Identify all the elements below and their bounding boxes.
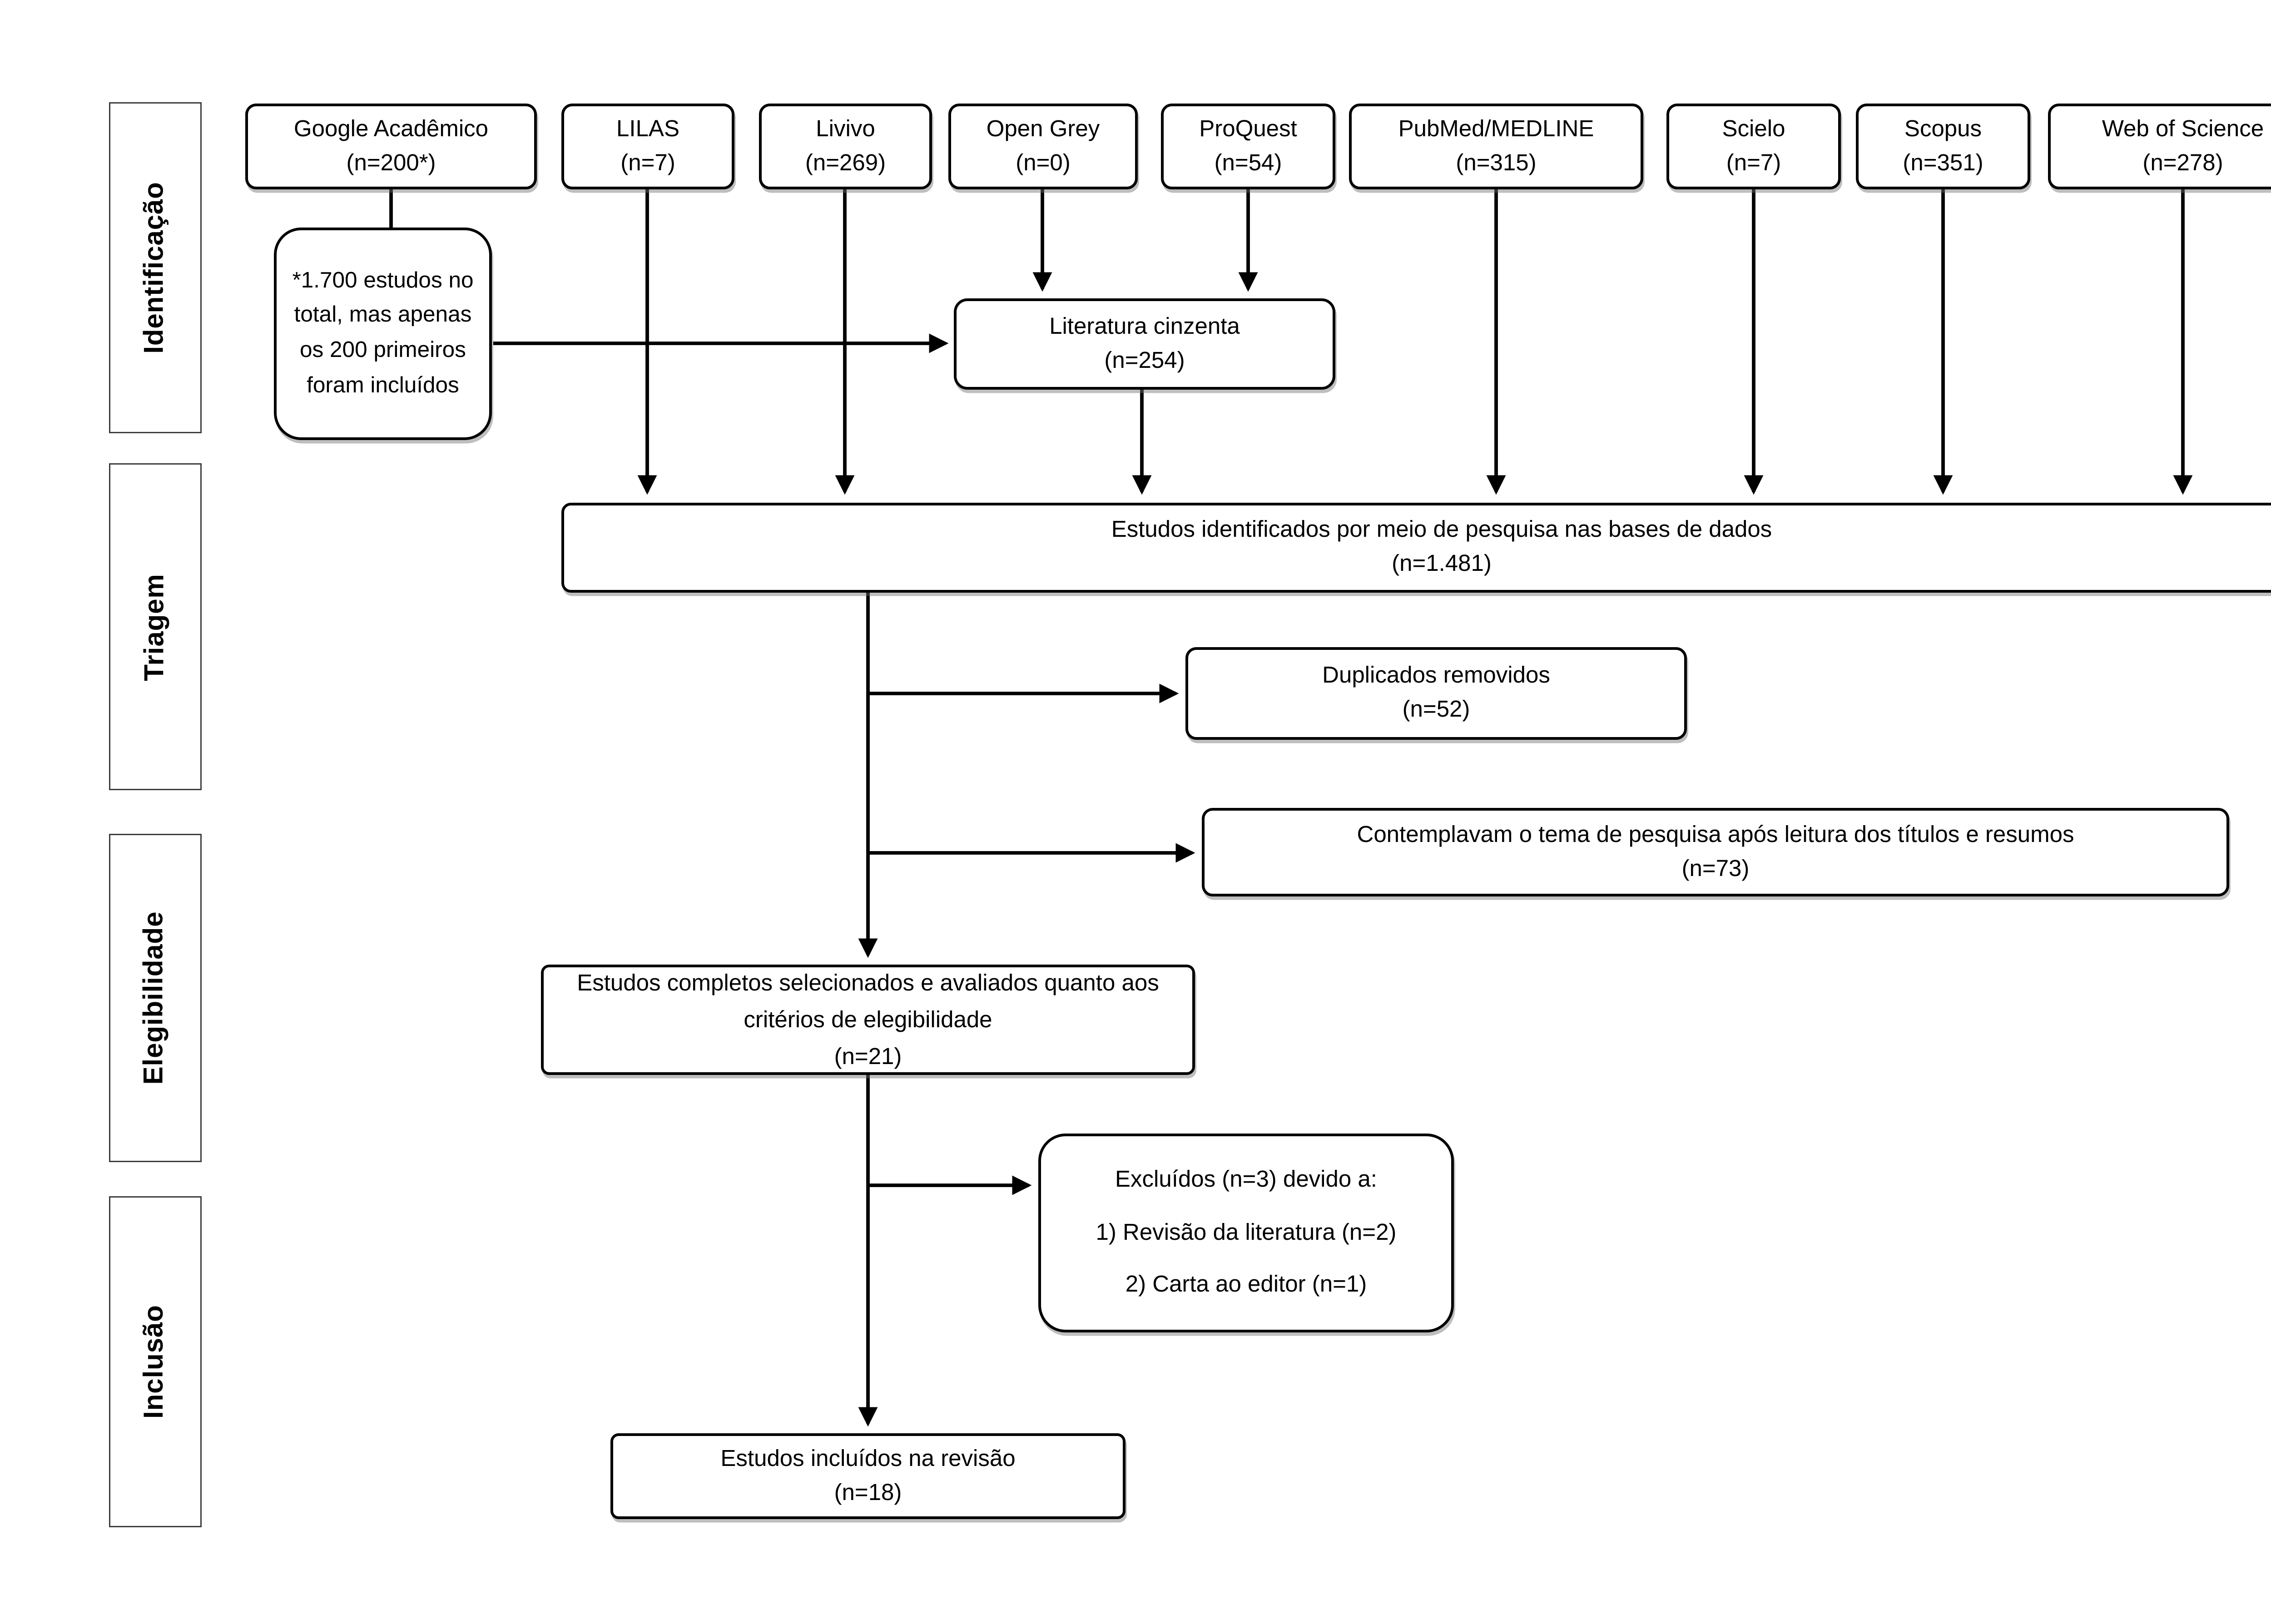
excluded-heading: Excluídos (n=3) devido a: [1115,1166,1377,1193]
box-count: (n=254) [1104,347,1185,373]
source-box-proquest: ProQuest (n=54) [1161,104,1335,189]
box-duplicates-removed: Duplicados removidos (n=52) [1185,647,1687,740]
source-name: Scielo [1722,115,1785,142]
source-count: (n=351) [1903,149,1983,175]
box-grey-literature: Literatura cinzenta (n=254) [954,298,1335,390]
source-box-pubmed-medline: PubMed/MEDLINE (n=315) [1349,104,1643,189]
box-screened-titles-abstracts: Contemplavam o tema de pesquisa após lei… [1202,808,2229,896]
source-box-open-grey: Open Grey (n=0) [948,104,1138,189]
source-count: (n=278) [2142,149,2223,175]
box-excluded: Excluídos (n=3) devido a: 1) Revisão da … [1038,1134,1454,1332]
stage-inclusion: Inclusão [109,1196,202,1527]
box-count: (n=73) [1681,855,1750,881]
source-name: Scopus [1904,115,1982,142]
note-box-google-limit: *1.700 estudos no total, mas apenas os 2… [274,228,492,440]
source-name: ProQuest [1199,115,1297,142]
box-included-studies: Estudos incluídos na revisão (n=18) [610,1433,1126,1519]
source-count: (n=54) [1214,149,1282,175]
box-count: (n=52) [1402,696,1470,722]
excluded-reason: 1) Revisão da literatura (n=2) [1096,1219,1397,1245]
box-count: (n=18) [834,1479,902,1505]
source-name: Open Grey [986,115,1100,142]
source-box-web-of-science: Web of Science (n=278) [2048,104,2271,189]
source-box-scielo: Scielo (n=7) [1666,104,1841,189]
source-count: (n=7) [620,149,675,175]
source-box-google-academico: Google Acadêmico (n=200*) [245,104,537,189]
source-name: LILAS [616,115,679,142]
box-identified-studies: Estudos identificados por meio de pesqui… [561,503,2271,593]
note-text: *1.700 estudos no total, mas apenas os 2… [292,268,474,397]
stage-screening-label: Triagem [139,573,170,681]
source-count: (n=7) [1726,149,1781,175]
box-label: Contemplavam o tema de pesquisa após lei… [1357,821,2074,847]
stage-identification: Identificação [109,102,202,433]
stage-eligibility-label: Elegibilidade [139,911,170,1085]
source-name: Livivo [816,115,875,142]
box-count: (n=21) [834,1044,902,1070]
box-count: (n=1.481) [1392,550,1492,576]
box-label: Duplicados removidos [1322,663,1550,689]
source-box-scopus: Scopus (n=351) [1856,104,2030,189]
stage-inclusion-label: Inclusão [139,1305,170,1419]
source-name: Web of Science [2102,115,2264,142]
source-box-lilas: LILAS (n=7) [561,104,734,189]
box-fulltext-assessed: Estudos completos selecionados e avaliad… [541,965,1195,1075]
source-count: (n=0) [1016,149,1071,175]
source-name: Google Acadêmico [293,115,489,142]
box-label: Estudos completos selecionados e avaliad… [577,970,1159,1033]
stage-eligibility: Elegibilidade [109,834,202,1162]
box-label: Literatura cinzenta [1049,313,1240,339]
box-label: Estudos identificados por meio de pesqui… [1111,517,1772,543]
source-name: PubMed/MEDLINE [1398,115,1594,142]
source-count: (n=315) [1456,149,1537,175]
source-box-livivo: Livivo (n=269) [759,104,932,189]
box-label: Estudos incluídos na revisão [720,1445,1016,1471]
source-count: (n=269) [805,149,886,175]
source-count: (n=200*) [346,149,436,175]
excluded-reason: 2) Carta ao editor (n=1) [1125,1271,1367,1297]
stage-identification-label: Identificação [139,182,170,354]
stage-screening: Triagem [109,463,202,790]
